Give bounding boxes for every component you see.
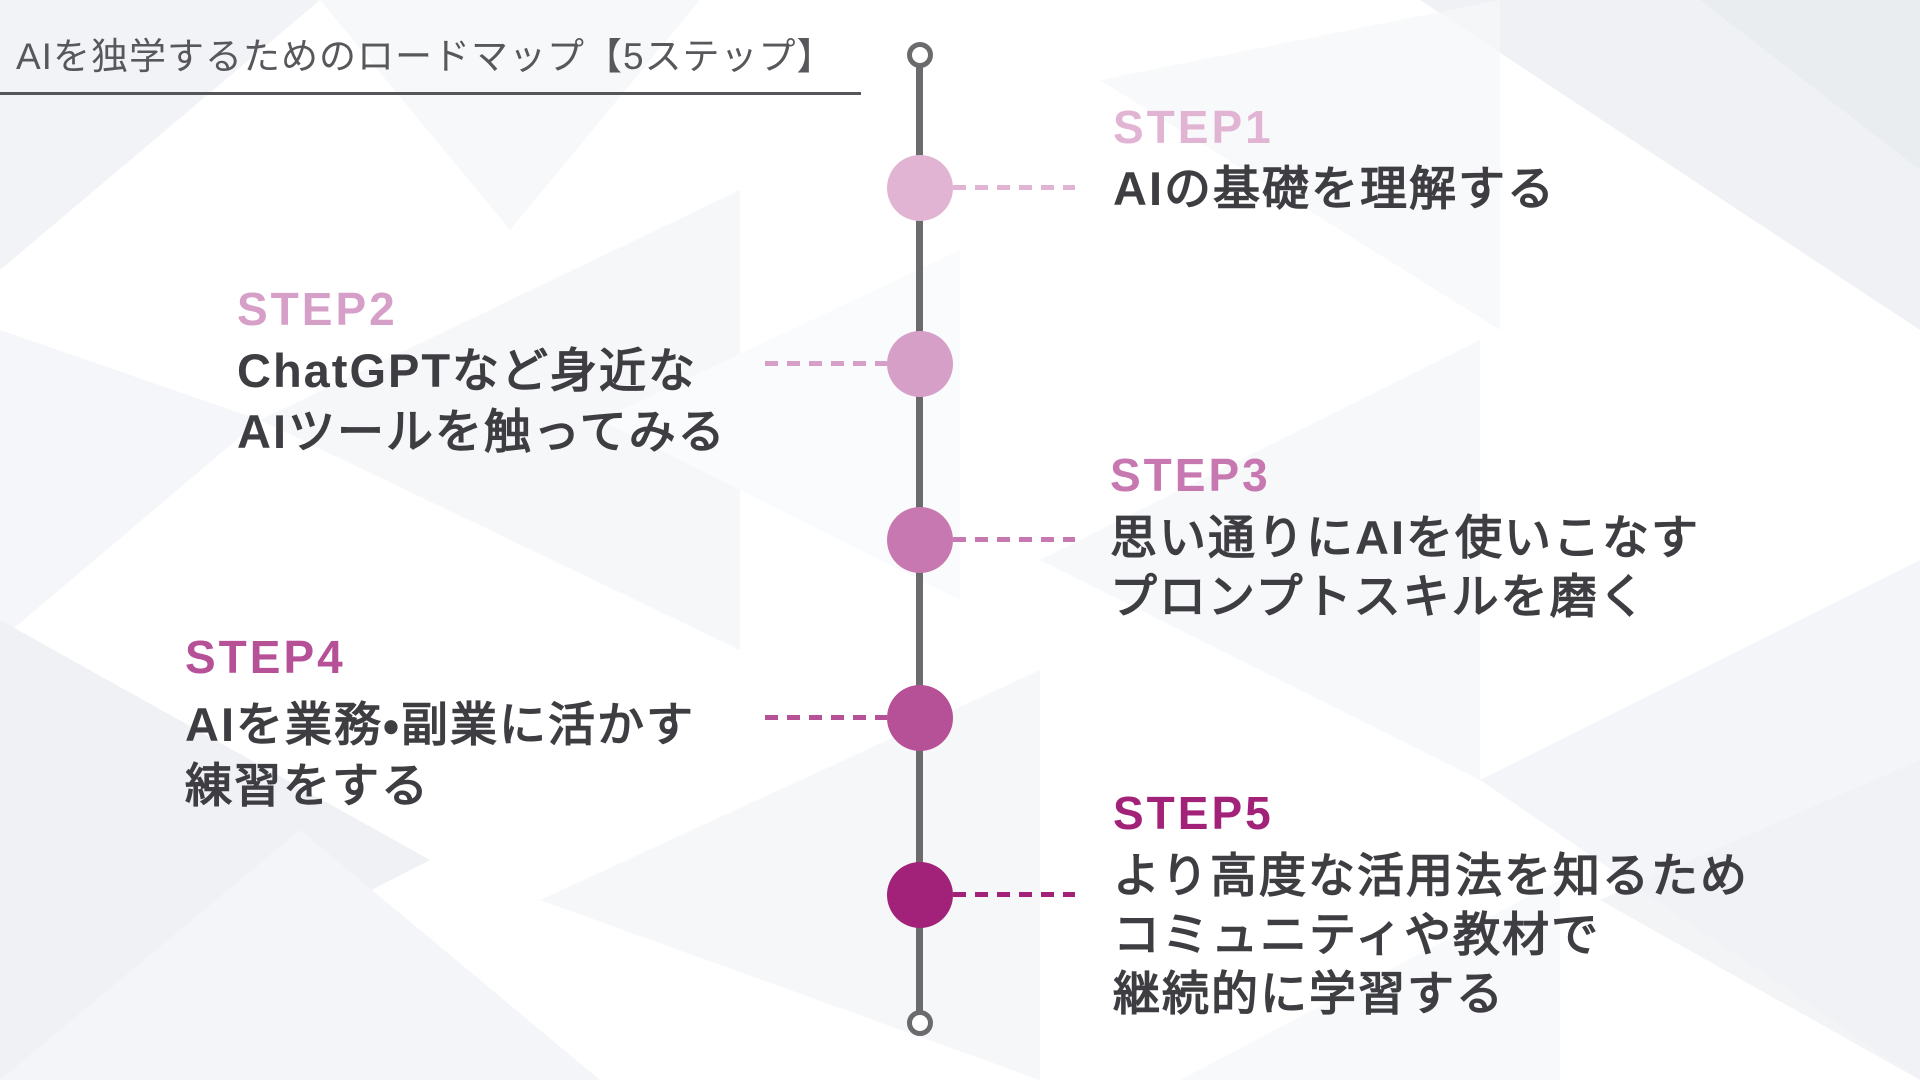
step-5-text-line: コミュニティや教材で	[1113, 908, 1601, 961]
step-1-marker-circle	[887, 155, 953, 221]
step-5-text-line: 継続的に学習する	[1113, 967, 1505, 1020]
step-3-description: 思い通りにAIを使いこなす プロンプトスキルを磨く	[1110, 508, 1700, 626]
step-5-text-line: より高度な活用法を知るため	[1113, 849, 1750, 902]
step-3-dashed-connector	[953, 537, 1075, 542]
timeline-end-node-circle	[907, 1010, 933, 1036]
step-4-text-line: 練習をする	[185, 759, 430, 812]
step-1-text-line: AIの基礎を理解する	[1113, 162, 1556, 215]
step-4-label: STEP4	[185, 631, 346, 683]
step-2-text-line: ChatGPTなど身近な	[237, 344, 698, 397]
step-2-marker-circle	[887, 331, 953, 397]
step-5-description: より高度な活用法を知るため コミュニティや教材で 継続的に学習する	[1113, 846, 1749, 1023]
step-3-label: STEP3	[1110, 449, 1271, 501]
page-title: AIを独学するためのロードマップ【5ステップ】	[0, 18, 861, 95]
step-3-marker-circle	[887, 507, 953, 573]
timeline-start-node-circle	[907, 42, 933, 68]
step-4-description: AIを業務・副業に活かす 練習をする	[185, 694, 695, 816]
step-4-dashed-connector	[765, 715, 887, 720]
step-3-text-line: プロンプトスキルを磨く	[1110, 570, 1648, 623]
step-2-label: STEP2	[237, 283, 398, 335]
step-5-marker-circle	[887, 862, 953, 928]
step-1-description: AIの基礎を理解する	[1113, 160, 1556, 218]
page-title-text: AIを独学するためのロードマップ【5ステップ】	[16, 36, 835, 77]
step-4-text-line: AIを業務・副業に活かす	[185, 698, 695, 751]
step-2-text-line: AIツールを触ってみる	[237, 405, 727, 458]
step-2-description: ChatGPTなど身近な AIツールを触ってみる	[237, 340, 727, 462]
step-3-text-line: 思い通りにAIを使いこなす	[1110, 511, 1700, 564]
step-1-dashed-connector	[953, 185, 1075, 190]
step-2-dashed-connector	[765, 361, 887, 366]
step-4-marker-circle	[887, 685, 953, 751]
step-5-dashed-connector	[953, 892, 1075, 897]
step-5-label: STEP5	[1113, 787, 1274, 839]
step-1-label: STEP1	[1113, 101, 1274, 153]
